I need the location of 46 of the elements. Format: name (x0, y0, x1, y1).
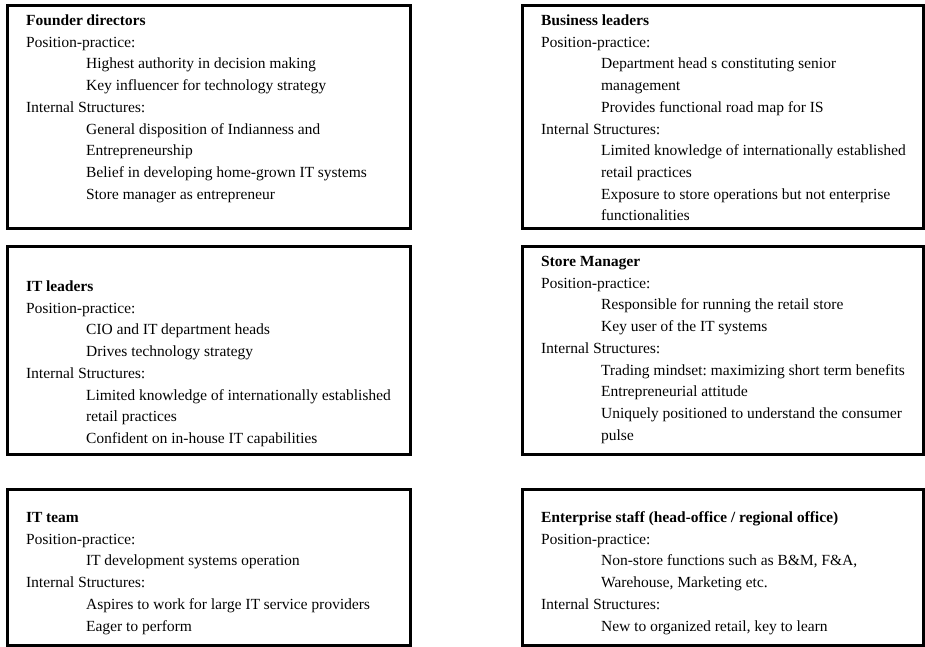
role-heading: IT leaders (26, 277, 94, 297)
item-text: IT development systems operation (85, 551, 301, 572)
item-text: Key user of the IT systems (600, 317, 768, 338)
item-text: Responsible for running the retail store (600, 295, 844, 316)
section-label: Internal Structures: (541, 120, 662, 140)
section-label: Internal Structures: (26, 98, 146, 118)
item-text: CIO and IT department heads (85, 320, 271, 340)
item-text: Limited knowledge of internationally established retail practices (600, 141, 907, 183)
role-heading: Business leaders (541, 11, 650, 31)
role-box (6, 488, 412, 647)
section-label: Internal Structures: (26, 364, 146, 384)
item-text: Confident on in-house IT capabilities (85, 428, 318, 449)
item-text: Exposure to store operations but not enterprise functionalities (600, 184, 892, 226)
item-text: New to organized retail, key to learn (600, 616, 829, 637)
item-text: Trading mindset: maximizing short term benefits (600, 360, 906, 381)
item-text: Aspires to work for large IT service providers Eager to perform (85, 594, 371, 637)
role-heading: Enterprise staff (head-office / regional office) (541, 508, 840, 528)
role-box (521, 245, 925, 456)
role-heading: Store Manager (541, 252, 642, 272)
section-label: Position-practice: (541, 274, 652, 294)
role-box (6, 4, 412, 230)
item-text: Store manager as entrepreneur (85, 184, 276, 205)
role-heading: IT team (26, 508, 80, 528)
item-text: General disposition of Indianness and Entrepreneurship (85, 120, 322, 162)
item-text: Provides functional road map for IS (600, 98, 825, 118)
section-label: Internal Structures: (541, 338, 662, 359)
item-text: Drives technology strategy (85, 342, 254, 362)
item-text: Limited knowledge of internationally established retail practices (85, 386, 392, 428)
section-label: Position-practice: (26, 298, 136, 319)
role-box (521, 4, 925, 230)
section-label: Internal Structures: (26, 573, 146, 594)
section-label: Position-practice: (541, 530, 652, 550)
section-label: Internal Structures: (541, 594, 662, 615)
item-text: Belief in developing home-grown IT systems (85, 162, 368, 183)
section-label: Position-practice: (26, 530, 136, 550)
item-text: Highest authority in decision making (85, 54, 317, 74)
role-heading: Founder directors (26, 11, 147, 31)
item-text: Non-store functions such as B&M, F&A, Warehouse, Marketing etc. (600, 551, 858, 594)
section-label: Position-practice: (26, 32, 136, 53)
role-box (6, 245, 412, 456)
role-box (521, 488, 925, 647)
item-text: Key influencer for technology strategy (85, 76, 328, 96)
item-text: Entrepreneurial attitude (600, 382, 749, 402)
item-text: Department head s constituting senior management (600, 54, 838, 96)
section-label: Position-practice: (541, 32, 652, 53)
item-text: Uniquely positioned to understand the consumer pulse (600, 404, 903, 446)
